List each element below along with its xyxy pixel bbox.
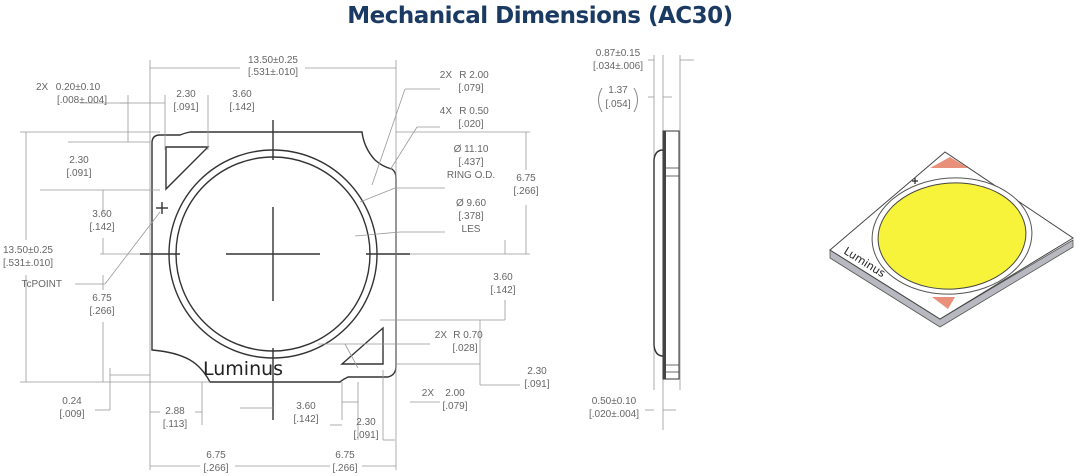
side-profile-substrate — [663, 131, 666, 379]
dim-notch-depth-in: [.008±.004] — [57, 95, 107, 106]
dim-right-half-height-mm: 6.75 — [516, 173, 536, 184]
dim-top-pad-offset-in: [.142] — [229, 102, 254, 113]
dim-left-tc-offset-in: [.142] — [89, 222, 114, 233]
dim-corner-radius-large-label: R 2.00 — [459, 70, 489, 81]
dim-bottom-right-half-mm: 6.75 — [335, 450, 355, 461]
page-title: Mechanical Dimensions (AC30) — [347, 3, 733, 29]
dim-right-pad-height-in: [.091] — [524, 379, 549, 390]
dim-bottom-pad-width-in: [.091] — [353, 430, 378, 441]
dim-logo-offset-in: [.113] — [163, 419, 187, 430]
dim-top-pad-width-mm: 2.30 — [176, 89, 196, 100]
dim-corner-radius-small-in: [.020] — [458, 119, 483, 130]
dim-right-pad-height-mm: 2.30 — [527, 366, 547, 377]
dim-ring-od-in: [.437] — [458, 157, 483, 168]
dim-left-pad-height-in: [.091] — [66, 168, 91, 179]
dim-les-note: LES — [462, 224, 481, 235]
dim-corner-radius-large-in: [.079] — [458, 83, 483, 94]
dim-bottom-pad-offset-mm: 3.60 — [296, 401, 316, 412]
dim-les-label: Ø 9.60 — [456, 198, 486, 209]
dim-left-half-height-mm: 6.75 — [92, 293, 112, 304]
dim-left-pad-height-mm: 2.30 — [69, 155, 89, 166]
package-outline — [151, 131, 397, 383]
dim-les-in: [.378] — [458, 211, 483, 222]
dim-pad-radius-in: [.028] — [452, 343, 477, 354]
dim-corner-radius-small-prefix: 4X — [440, 106, 453, 117]
dim-bottom-left-half-mm: 6.75 — [206, 450, 226, 461]
iso-les — [877, 182, 1027, 290]
top-view: Luminus — [3, 55, 550, 474]
dim-right-pad-offset-in: [.142] — [490, 285, 515, 296]
dim-overall-height-mm: 13.50±0.25 — [3, 245, 53, 256]
dim-top-pad-width-in: [.091] — [173, 102, 198, 113]
dim-notch-depth-mm: 0.20±0.10 — [56, 82, 101, 93]
dim-top-pad-offset-mm: 3.60 — [232, 89, 252, 100]
cathode-pad-marker — [340, 326, 384, 365]
dim-left-tc-offset-mm: 3.60 — [92, 209, 112, 220]
dim-corner-radius-small-label: R 0.50 — [459, 106, 489, 117]
dim-pad-radius-label: R 0.70 — [453, 330, 483, 341]
iso-tc-point-icon — [912, 178, 918, 184]
dim-bottom-left-half-in: [.266] — [203, 463, 228, 474]
dim-side-substrate-in: [.020±.004] — [589, 409, 639, 420]
dim-pad-radius-prefix: 2X — [435, 330, 448, 341]
dim-side-substrate-mm: 0.50±0.10 — [592, 396, 637, 407]
dim-left-half-height-in: [.266] — [89, 306, 114, 317]
dim-side-thickness-in: [.034±.006] — [593, 61, 643, 72]
dim-notch-width-in: [.079] — [442, 401, 467, 412]
dim-overall-width-mm: 13.50±0.25 — [248, 55, 298, 66]
dim-side-ref-in: [.054] — [605, 99, 630, 110]
tc-point-icon — [156, 202, 168, 214]
dim-side-thickness-mm: 0.87±0.15 — [596, 48, 641, 59]
dim-corner-radius-large-prefix: 2X — [440, 70, 453, 81]
dim-right-pad-offset-mm: 3.60 — [493, 272, 513, 283]
iso-view: Luminus — [829, 151, 1074, 328]
dim-bottom-right-half-in: [.266] — [332, 463, 357, 474]
dim-ring-od-label: Ø 11.10 — [454, 144, 489, 155]
iso-pad-top — [930, 157, 968, 168]
dim-bottom-pad-offset-in: [.142] — [293, 414, 318, 425]
dim-ring-od-note: RING O.D. — [447, 170, 495, 181]
tc-point-label: TcPOINT — [21, 279, 62, 290]
dim-notch-width-mm: 2.00 — [445, 388, 465, 399]
anode-pad-marker — [165, 146, 210, 191]
dim-side-ref-mm: 1.37 — [608, 85, 628, 96]
dim-overall-width-in: [.531±.010] — [248, 67, 298, 78]
dim-bottom-pad-width-mm: 2.30 — [356, 417, 376, 428]
dim-notch-depth-prefix: 2X — [36, 82, 49, 93]
dim-bottom-offset-mm: 0.24 — [62, 396, 82, 407]
dim-logo-offset-mm: 2.88 — [165, 406, 185, 417]
dim-notch-width-prefix: 2X — [422, 388, 435, 399]
iso-pad-bottom — [932, 297, 955, 309]
dim-overall-height-in: [.531±.010] — [3, 258, 53, 269]
side-view: 0.87±0.15 [.034±.006] 1.37 [.054] 0.50±0… — [589, 48, 694, 430]
dim-right-half-height-in: [.266] — [513, 186, 538, 197]
top-brand-label: Luminus — [203, 358, 283, 380]
dim-bottom-offset-in: [.009] — [59, 409, 84, 420]
